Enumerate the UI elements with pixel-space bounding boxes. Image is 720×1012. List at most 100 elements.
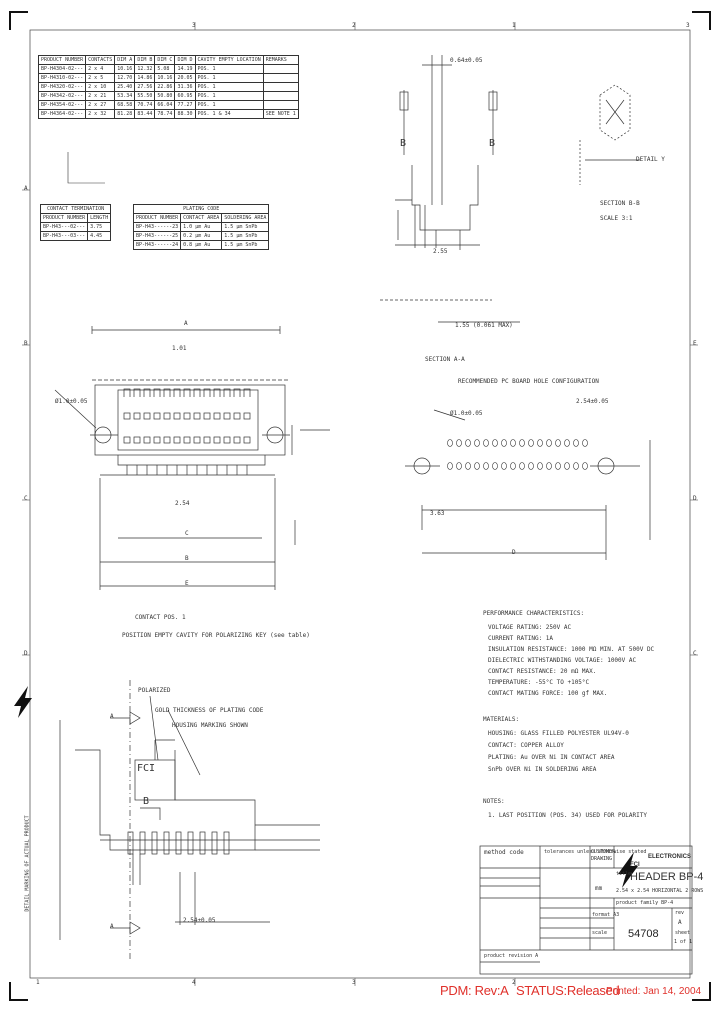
product-table-cell: 88.30 [174,109,196,119]
pcb-hole [501,439,507,447]
plating-table-header: PRODUCT NUMBER [132,213,182,223]
tb-customer-draw: CUSTOMER DRAWING [591,849,616,862]
pcb-hole [456,439,462,447]
contact-cavity [133,436,141,444]
side-contact [151,831,158,855]
housing-tooth [233,388,241,397]
section-bb-scale: SCALE 3:1 [600,215,633,222]
product-table-cell [262,91,299,101]
plating-table-cell: 1.0 µm Au [180,222,223,232]
zone-top-3: 1 [512,22,516,29]
product-table-cell: 78.74 [154,109,176,119]
tb-unit: mm [595,885,603,892]
materials-line: HOUSING: GLASS FILLED POLYESTER UL94V-0 [488,730,629,737]
dim-255: 2.55 [433,248,448,255]
product-table-cell: 2 x 27 [85,100,116,110]
footer-printed: Printed: Jan 14, 2004 [606,986,702,997]
product-table-header: DIM A [114,55,136,65]
pcb-hole [564,439,570,447]
detail-a-top: A [110,713,114,720]
notes-line: 1. LAST POSITION (POS. 34) USED FOR POLA… [488,812,647,819]
contact-cavity [163,412,171,420]
zone-bottom-2: 3 [352,979,356,986]
product-table-cell: 25.40 [114,82,136,92]
contact-cavity [203,436,211,444]
pcb-hole [510,439,516,447]
side-detail-view [59,680,320,960]
side-contact [199,831,206,855]
housing-marking-label: HOUSING MARKING SHOWN [172,722,248,729]
side-contact [139,831,146,855]
housing-tooth [123,388,131,397]
contact-cavity [143,412,151,420]
performance-line: VOLTAGE RATING: 250V AC [488,624,572,631]
pcb-hole [519,439,525,447]
pcb-thickness: 1.55 (0.061 MAX) [455,322,513,329]
materials-line: SnPb OVER Ni IN SOLDERING AREA [488,766,597,773]
contact-cavity [213,412,221,420]
pcb-hole [546,439,552,447]
zone-top-4: 3 [686,22,690,29]
dim-254-small: 2.54 [175,500,190,507]
product-table-cell: 27.56 [134,82,156,92]
tb-drawing-number: 54708 [628,928,659,940]
contact-cavity [173,436,181,444]
product-table-cell: 2 x 4 [85,64,116,74]
contact-cavity [183,412,191,420]
notes-title: NOTES: [483,798,505,805]
product-table-cell [262,100,299,110]
product-table-header: REMARKS [262,55,299,65]
pcb-hole [456,462,462,470]
contact-cavity [153,412,161,420]
termination-table-row: BP-H43---02---3.75 [39,222,112,232]
product-table-cell: POS. 1 [194,64,264,74]
pcb-hole-title: RECOMMENDED PC BOARD HOLE CONFIGURATION [458,378,599,385]
termination-table-cell: 4.45 [87,231,112,241]
contact-cavity [133,412,141,420]
tb-title-prefix: title [616,871,632,877]
product-table-cell: 2 x 32 [85,109,116,119]
product-table-cell: BP-H4304-02--- [37,64,87,74]
performance-line: CONTACT MATING FORCE: 100 gf MAX. [488,690,608,697]
detail-b-label: B [143,796,150,807]
materials-title: MATERIALS: [483,716,520,723]
pcb-hole-dia: Ø1.0±0.05 [450,410,483,417]
product-table-cell: 5.08 [154,64,176,74]
contact-cavity [243,436,251,444]
contact-cavity [213,436,221,444]
pcb-hole [510,462,516,470]
pcb-hole [537,439,543,447]
tb-tolerance: tolerances unless otherwise stated [544,849,647,855]
side-contact [127,831,134,855]
product-table-cell: POS. 1 [194,91,264,101]
zone-right-d: D [693,495,697,502]
dim-a-label: A [184,320,188,327]
pcb-hole [555,462,561,470]
detail-a-bottom: A [110,923,114,930]
product-table-cell [262,64,299,74]
section-b-left: B [400,138,407,149]
plating-table-cell: 1.5 µm SnPb [221,222,270,232]
pcb-pitch: 2.54±0.05 [576,398,609,405]
plating-table-cell: BP-H43------23 [132,222,182,232]
plating-table-header: SOLDERING AREA [221,213,270,223]
termination-table-cell: BP-H43---02--- [39,222,89,232]
plating-table-cell: 0.8 µm Au [180,240,223,250]
product-table-cell: 55.50 [134,91,156,101]
fci-mark: FCI [137,763,156,774]
performance-line: CONTACT RESISTANCE: 20 mΩ MAX. [488,668,597,675]
product-table-cell: 53.34 [114,91,136,101]
pcb-hole [537,462,543,470]
zone-top-1: 3 [192,22,196,29]
pcb-hole [519,462,525,470]
product-table-cell: 83.44 [134,109,156,119]
performance-title: PERFORMANCE CHARACTERISTICS: [483,610,585,617]
pcb-hole [483,439,489,447]
plating-table-cell: 0.2 µm Au [180,231,223,241]
product-table-cell: POS. 1 & 34 [194,109,264,119]
product-table-cell: 66.04 [154,100,176,110]
zone-bottom-1: 4 [192,979,196,986]
section-bb-view [380,55,640,323]
fci-side-logo [14,686,32,718]
